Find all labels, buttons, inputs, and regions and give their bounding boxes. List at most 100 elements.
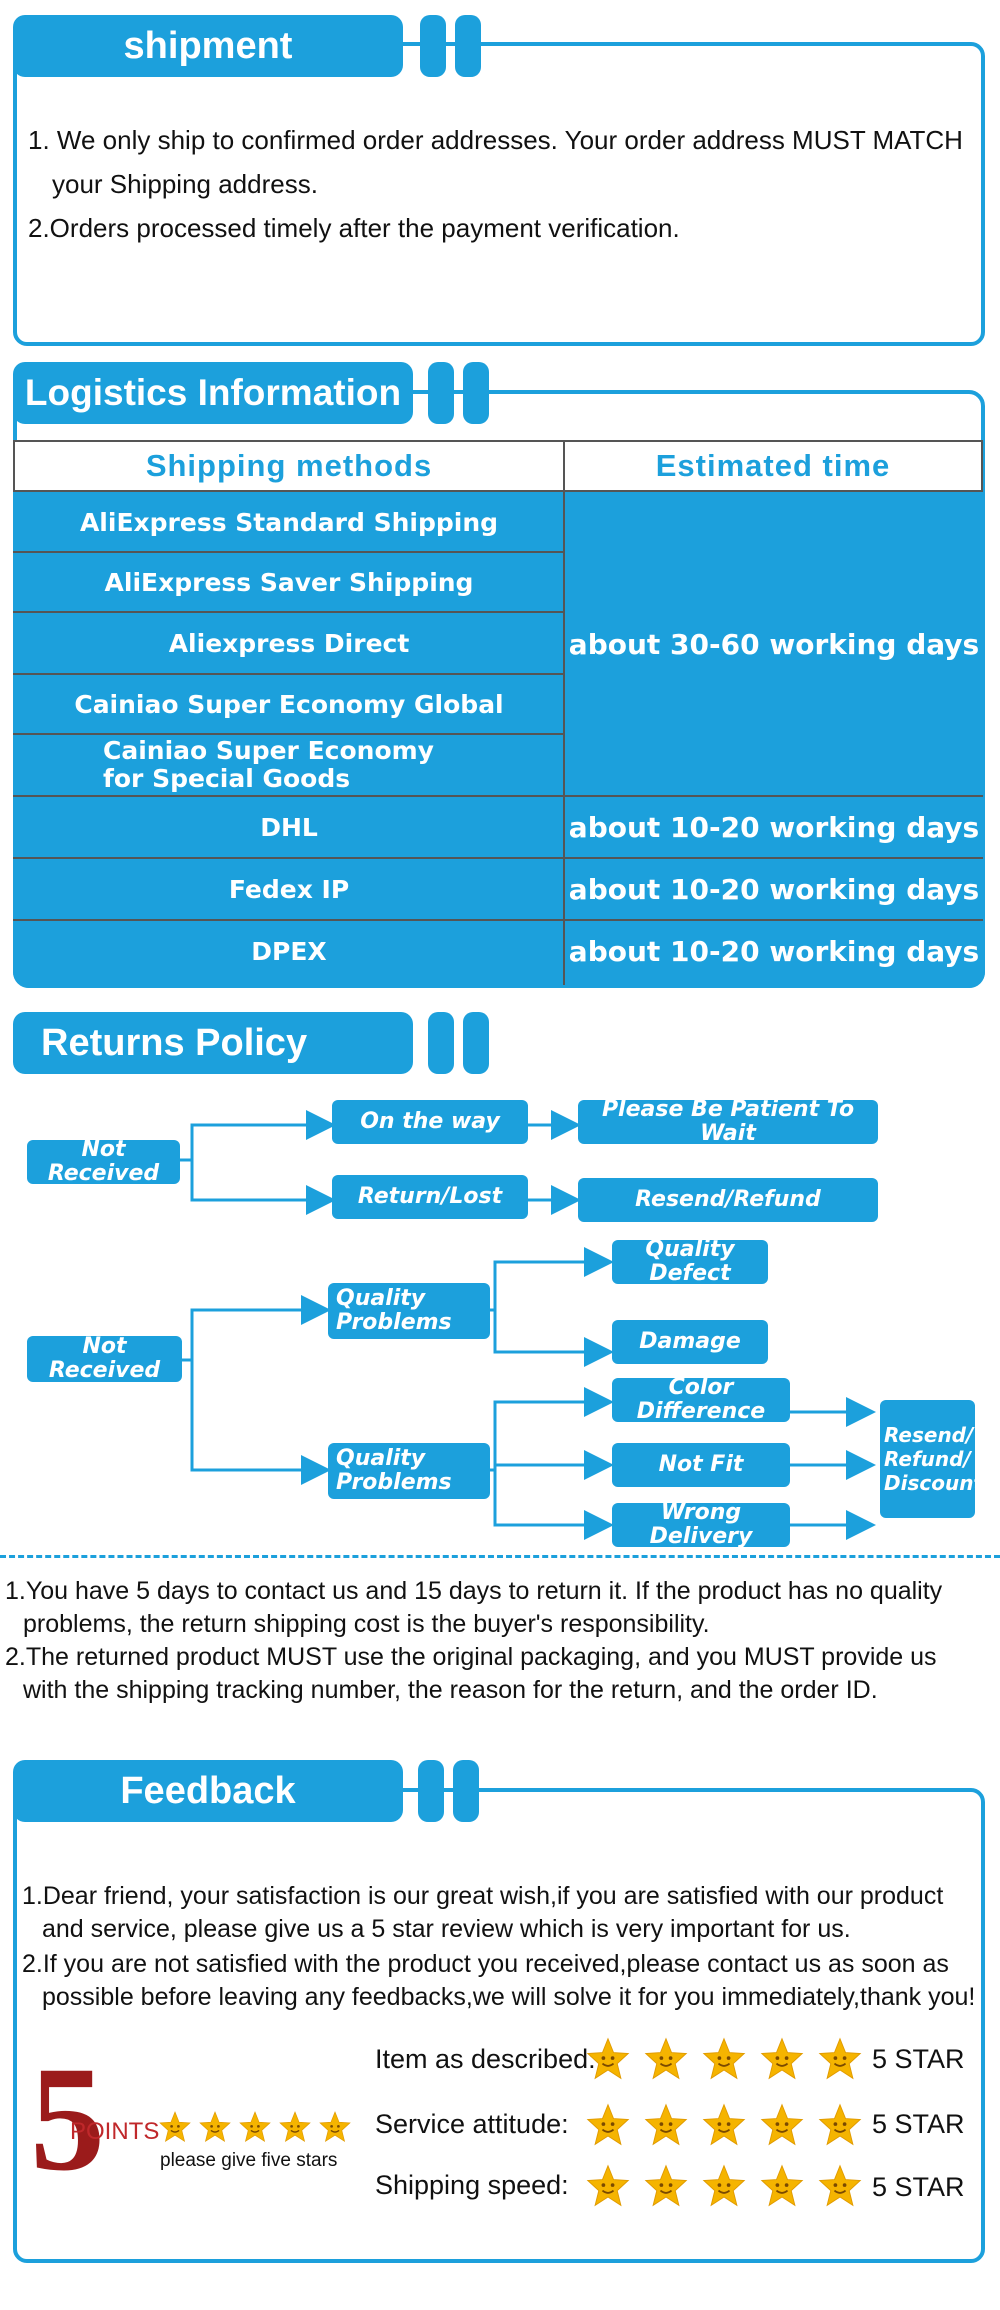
flow2-not-received: Not Received [27, 1335, 182, 1383]
shipment-frame [13, 42, 985, 346]
shipment-pill-1 [420, 15, 446, 77]
flow2-resend-refund-discount: Resend/ Refund/ Discount [880, 1400, 983, 1518]
feedback-line: 1.Dear friend, your satisfaction is our … [22, 1882, 944, 1910]
star-icon [643, 2102, 689, 2148]
time-cell: about 10-20 working days [568, 934, 980, 968]
flow1-return-lost: Return/Lost [332, 1175, 528, 1219]
star-icon [198, 2110, 232, 2144]
row-divider [13, 673, 565, 675]
row-divider [13, 795, 983, 797]
feedback-frame [13, 1788, 985, 2263]
shipment-text: 1. We only ship to confirmed order addre… [28, 118, 978, 250]
method-row: Cainiao Super Economy for Special Goods [103, 736, 434, 793]
method-row: AliExpress Standard Shipping [79, 507, 499, 537]
badge-caption: please give five stars [160, 2150, 338, 2171]
header-estimated-time: Estimated time [563, 440, 983, 492]
returns-note-line: 2.The returned product MUST use the orig… [5, 1643, 937, 1671]
logistics-pill-1 [428, 362, 454, 424]
method-row: AliExpress Saver Shipping [104, 567, 474, 597]
flow1-be-patient: Please Be Patient To Wait [578, 1098, 878, 1146]
logistics-body-bg [13, 490, 985, 988]
logistics-table: Shipping methods Estimated time AliExpre… [13, 440, 983, 985]
row-divider [13, 857, 983, 859]
star-icon [643, 2163, 689, 2209]
method-row: DHL [260, 812, 318, 842]
badge-number: 5 [30, 2036, 105, 2202]
star-icon [701, 2036, 747, 2082]
logistics-pill-2 [463, 362, 489, 424]
rating-value-shipping: 5 STAR [872, 2172, 965, 2202]
star-icon [817, 2102, 863, 2148]
flow2-damage: Damage [612, 1320, 768, 1364]
badge-points: POINTS [70, 2118, 160, 2145]
feedback-text: 1.Dear friend, your satisfaction is our … [22, 1880, 987, 2014]
feedback-pill-2 [453, 1760, 479, 1822]
rating-value-service: 5 STAR [872, 2109, 965, 2139]
five-points-badge: 5 POINTS please give five stars [30, 2044, 370, 2194]
method-row: Cainiao Super Economy Global [74, 689, 504, 719]
method-row: Aliexpress Direct [168, 628, 410, 658]
flow1-on-the-way: On the way [332, 1100, 528, 1144]
star-icon [585, 2036, 631, 2082]
star-icon [278, 2110, 312, 2144]
time-cell: about 30-60 working days [568, 627, 980, 661]
flow2-quality-problems-1: Quality Problems [328, 1283, 490, 1339]
flow2-color-difference: Color Difference [612, 1376, 790, 1424]
rating-stars-service [585, 2102, 863, 2148]
rating-label-item: Item as described: [375, 2044, 596, 2074]
shipment-line-1: 1. We only ship to confirmed order addre… [28, 125, 963, 155]
flow1-not-received: Not Received [27, 1138, 180, 1186]
star-icon [701, 2163, 747, 2209]
feedback-pill-1 [418, 1760, 444, 1822]
flow2-not-fit: Not Fit [612, 1443, 790, 1487]
rating-value-item: 5 STAR [872, 2044, 965, 2074]
rating-stars-shipping [585, 2163, 863, 2209]
star-icon [158, 2110, 192, 2144]
row-divider [13, 919, 983, 921]
shipment-line-2: your Shipping address. [52, 169, 318, 199]
returns-pill-2 [463, 1012, 489, 1074]
feedback-line: possible before leaving any feedbacks,we… [42, 1983, 976, 2011]
time-cell: about 10-20 working days [568, 810, 980, 844]
returns-note-line: with the shipping tracking number, the r… [23, 1676, 878, 1704]
shipment-pill-2 [455, 15, 481, 77]
star-icon [759, 2102, 805, 2148]
feedback-title: Feedback [13, 1760, 403, 1822]
column-divider [563, 440, 565, 985]
row-divider [13, 611, 565, 613]
returns-notes: 1.You have 5 days to contact us and 15 d… [5, 1575, 995, 1707]
shipment-line-3: 2.Orders processed timely after the paym… [28, 213, 680, 243]
time-cell: about 10-20 working days [568, 872, 980, 906]
row-divider [13, 551, 565, 553]
feedback-line: 2.If you are not satisfied with the prod… [22, 1950, 949, 1978]
logistics-title: Logistics Information [13, 362, 413, 424]
star-icon [759, 2163, 805, 2209]
star-icon [585, 2163, 631, 2209]
star-icon [318, 2110, 352, 2144]
star-icon [585, 2102, 631, 2148]
returns-flow-connectors [180, 1110, 876, 1540]
flow2-quality-problems-2: Quality Problems [328, 1443, 490, 1499]
method-row: Fedex IP [228, 874, 350, 904]
star-icon [238, 2110, 272, 2144]
badge-stars [158, 2110, 352, 2144]
returns-pill-1 [428, 1012, 454, 1074]
star-icon [817, 2163, 863, 2209]
method-row: DPEX [251, 936, 327, 966]
returns-note-line: 1.You have 5 days to contact us and 15 d… [5, 1577, 943, 1605]
returns-note-line: problems, the return shipping cost is th… [23, 1610, 710, 1638]
section-divider [0, 1555, 1000, 1558]
flow2-wrong-delivery: Wrong Delivery [612, 1501, 790, 1549]
header-shipping-methods: Shipping methods [13, 440, 565, 492]
rating-stars-item [585, 2036, 863, 2082]
star-icon [701, 2102, 747, 2148]
flow1-resend-refund: Resend/Refund [578, 1178, 878, 1222]
flow2-quality-defect: Quality Defect [612, 1238, 768, 1286]
rating-label-service: Service attitude: [375, 2109, 569, 2139]
feedback-line: and service, please give us a 5 star rev… [42, 1915, 851, 1943]
rating-label-shipping: Shipping speed: [375, 2170, 569, 2200]
star-icon [759, 2036, 805, 2082]
star-icon [643, 2036, 689, 2082]
shipment-title: shipment [13, 15, 403, 77]
row-divider [13, 733, 565, 735]
